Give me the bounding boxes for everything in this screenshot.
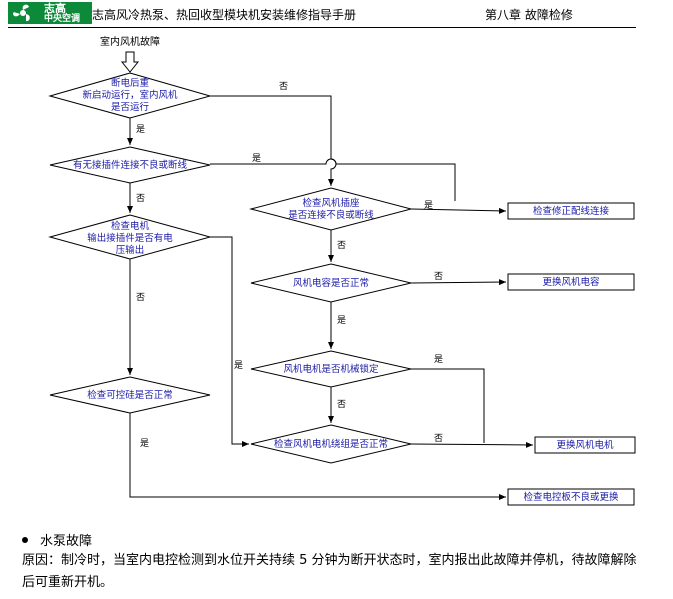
result-check-board-text: 检查电控板不良或更换 [523,491,619,503]
logo-text-top: 志高 [44,2,66,15]
section-title: 水泵故障 [40,534,93,549]
section-body: 原因：制冷时，当室内电控检测到水位开关持续 5 分钟为断开状态时，室内报出此故障… [22,553,637,590]
decision-restart-run-line3: 是否运行 [111,101,150,113]
label-no-7: 否 [136,292,145,303]
chapter-title: 第八章 故障检修 [485,8,573,22]
label-yes-2: 是 [252,153,261,164]
label-yes-4: 是 [337,315,346,326]
decision-restart-run-line2: 新启动运行，室内风机 [82,89,178,101]
decision-voltage-output-line1: 检查电机 [111,220,150,232]
logo-text-bottom: 中央空调 [44,14,81,24]
decision-voltage-output-line2: 输出接插件是否有电 [87,232,173,244]
fan-logo-icon [13,4,30,22]
result-fix-wiring [507,202,635,220]
result-check-board [507,488,635,506]
label-no-2: 否 [136,193,145,204]
decision-voltage-output-line3: 压输出 [116,244,145,256]
fault-flowchart: 室内风机故障 断电后重 新启动运行，室内风机 是否 [48,35,636,506]
label-no-3: 否 [337,240,346,251]
start-label: 室内风机故障 [100,35,160,48]
label-yes-5: 是 [434,354,443,365]
label-yes-7: 是 [140,438,149,449]
chigo-logo: 志高 中央空调 [8,2,92,24]
result-replace-motor [534,436,636,454]
decision-mechanical-lock-text: 风机电机是否机械锁定 [283,363,379,375]
decision-connector-fault-text: 有无接插件连接不良或断线 [73,159,188,171]
label-yes-3: 是 [424,200,433,211]
decision-restart-run-line1: 断电后重 [111,77,150,89]
decision-socket-fault-line2: 是否连接不良或断线 [288,209,374,221]
result-replace-capacitor [507,273,635,291]
label-no-4: 否 [434,271,443,282]
decision-thyristor-text: 检查可控硅是否正常 [87,389,173,401]
manual-title: 志高风冷热泵、热回收型模块机安装维修指导手册 [92,8,357,22]
label-yes-6: 是 [234,360,243,371]
label-no-1: 否 [279,81,288,92]
start-arrow-icon [120,51,140,73]
decision-winding [250,424,412,464]
label-no-5: 否 [337,399,346,410]
result-fix-wiring-text: 检查修正配线连接 [533,205,610,217]
label-no-6: 否 [434,433,443,444]
decision-capacitor-text: 风机电容是否正常 [293,277,369,289]
header-rule [8,27,636,28]
label-yes-1: 是 [136,124,145,135]
decision-winding-text: 检查风机电机绕组是否正常 [274,438,388,450]
decision-socket-fault [249,187,413,231]
bullet-icon [22,537,28,543]
result-replace-motor-text: 更换风机电机 [556,439,614,451]
result-replace-capacitor-text: 更换风机电容 [542,276,600,288]
decision-socket-fault-line1: 检查风机插座 [302,197,360,209]
